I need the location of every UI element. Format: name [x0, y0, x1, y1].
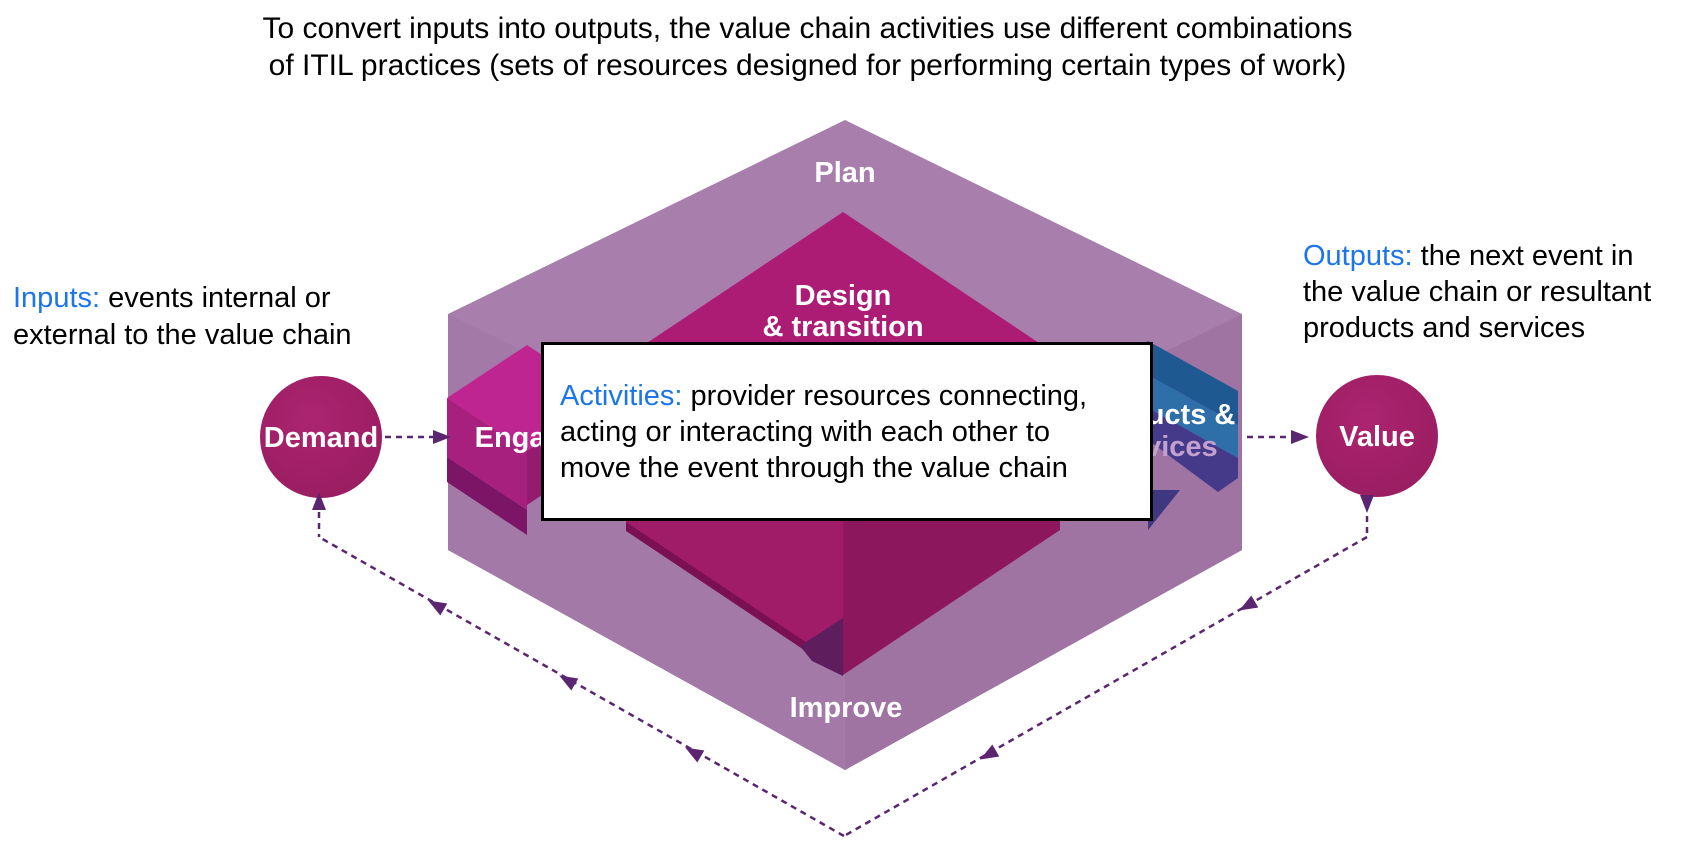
- inputs-text-line1: events internal or: [100, 282, 331, 314]
- demand-circle: [260, 376, 382, 498]
- inputs-text-line2: external to the value chain: [13, 319, 352, 351]
- page-title: To convert inputs into outputs, the valu…: [225, 10, 1390, 84]
- plan-label: Plan: [814, 157, 875, 189]
- outputs-annotation-line1: Outputs: the next event in: [1303, 238, 1702, 274]
- activities-text-line2: acting or interacting with each other to: [560, 415, 1051, 448]
- page-title-line2: of ITIL practices (sets of resources des…: [268, 49, 1347, 82]
- feedback-right-diagonal-line: [843, 535, 1368, 838]
- engage-cube-side-face: [447, 457, 527, 535]
- demand-label: Demand: [264, 422, 378, 454]
- outputs-text-line2: the value chain or resultant: [1303, 276, 1652, 308]
- flow-arrowheads: [312, 430, 1374, 763]
- page-title-line1: To convert inputs into outputs, the valu…: [262, 12, 1353, 45]
- arrowhead-right-diagonal-2: [980, 744, 1000, 760]
- outputs-keyword: Outputs:: [1303, 240, 1413, 272]
- design-cube-vertex-wedge: [800, 618, 843, 676]
- engage-cube-front-face: [447, 398, 527, 510]
- arrowhead-into-demand: [312, 492, 326, 510]
- arrowhead-into-value: [1291, 430, 1309, 444]
- design-cube-shadow-wedge: [626, 522, 843, 676]
- arrowhead-into-engage: [433, 430, 451, 444]
- activities-text-line1: provider resources connecting,: [682, 379, 1088, 412]
- arrowhead-left-diagonal-3: [428, 600, 448, 616]
- inputs-keyword: Inputs:: [13, 282, 101, 314]
- design-label-line2: & transition: [762, 311, 923, 343]
- arrowhead-left-diagonal-2: [559, 675, 579, 691]
- design-label-line1: Design: [795, 280, 892, 312]
- arrowhead-right-diagonal-1: [1239, 595, 1259, 611]
- activities-keyword: Activities:: [560, 379, 683, 412]
- value-label: Value: [1339, 421, 1415, 453]
- outputs-text-line1: the next event in: [1412, 240, 1634, 272]
- outputs-annotation: Outputs: the next event in the value cha…: [1303, 238, 1702, 346]
- flow-arrows: [317, 435, 1369, 838]
- products-cube-lower-wedge: [1148, 490, 1180, 530]
- inputs-annotation: Inputs: events internal or external to t…: [13, 280, 433, 354]
- arrowhead-value-down: [1360, 495, 1374, 513]
- inputs-annotation-line1: Inputs: events internal or: [13, 280, 433, 317]
- activities-line1: Activities: provider resources connectin…: [560, 378, 1150, 414]
- outputs-text-line3: products and services: [1303, 312, 1586, 344]
- arrowhead-left-diagonal-1: [685, 747, 705, 763]
- value-circle: [1316, 375, 1438, 497]
- improve-label: Improve: [790, 692, 903, 724]
- products-cube-violet-face: [1060, 408, 1238, 492]
- feedback-left-diagonal-line: [318, 535, 845, 838]
- activities-callout: Activities: provider resources connectin…: [541, 342, 1153, 521]
- activities-text-line3: move the event through the value chain: [560, 451, 1068, 484]
- products-cube-bright-face: [1020, 375, 1238, 458]
